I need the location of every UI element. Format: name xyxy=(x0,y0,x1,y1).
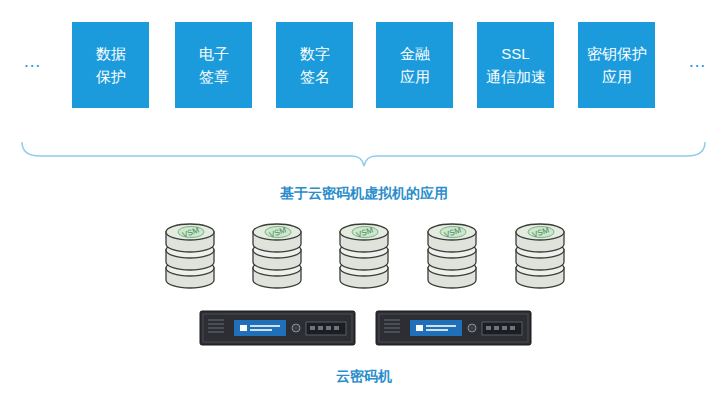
disk-stack xyxy=(428,224,476,288)
application-box: 数据 保护 xyxy=(72,22,149,108)
server-chassis xyxy=(200,311,355,345)
box-label: 电子 签章 xyxy=(199,42,229,89)
server-chassis xyxy=(376,311,531,345)
ellipsis: … xyxy=(688,51,706,72)
ellipsis: … xyxy=(23,51,41,72)
group-title: 基于云密码机虚拟机的应用 xyxy=(280,185,448,203)
disk-stack xyxy=(166,224,214,288)
box-label: 数字 签名 xyxy=(300,42,330,89)
box-label: 数据 保护 xyxy=(96,42,126,89)
disk-stack xyxy=(340,224,388,288)
box-label: SSL 通信加速 xyxy=(486,42,546,89)
disk-stack xyxy=(516,224,564,288)
application-box: SSL 通信加速 xyxy=(477,22,554,108)
caption: 云密码机 xyxy=(336,368,392,386)
box-label: 密钥保护 应用 xyxy=(587,42,647,89)
application-box: 密钥保护 应用 xyxy=(578,22,655,108)
vsm-disks xyxy=(166,224,564,288)
crypto-servers xyxy=(200,311,531,345)
curly-brace xyxy=(22,142,705,166)
box-label: 金融 应用 xyxy=(400,42,430,89)
application-box: 数字 签名 xyxy=(276,22,353,108)
disk-stack xyxy=(253,224,301,288)
application-box: 电子 签章 xyxy=(175,22,252,108)
application-box: 金融 应用 xyxy=(376,22,453,108)
